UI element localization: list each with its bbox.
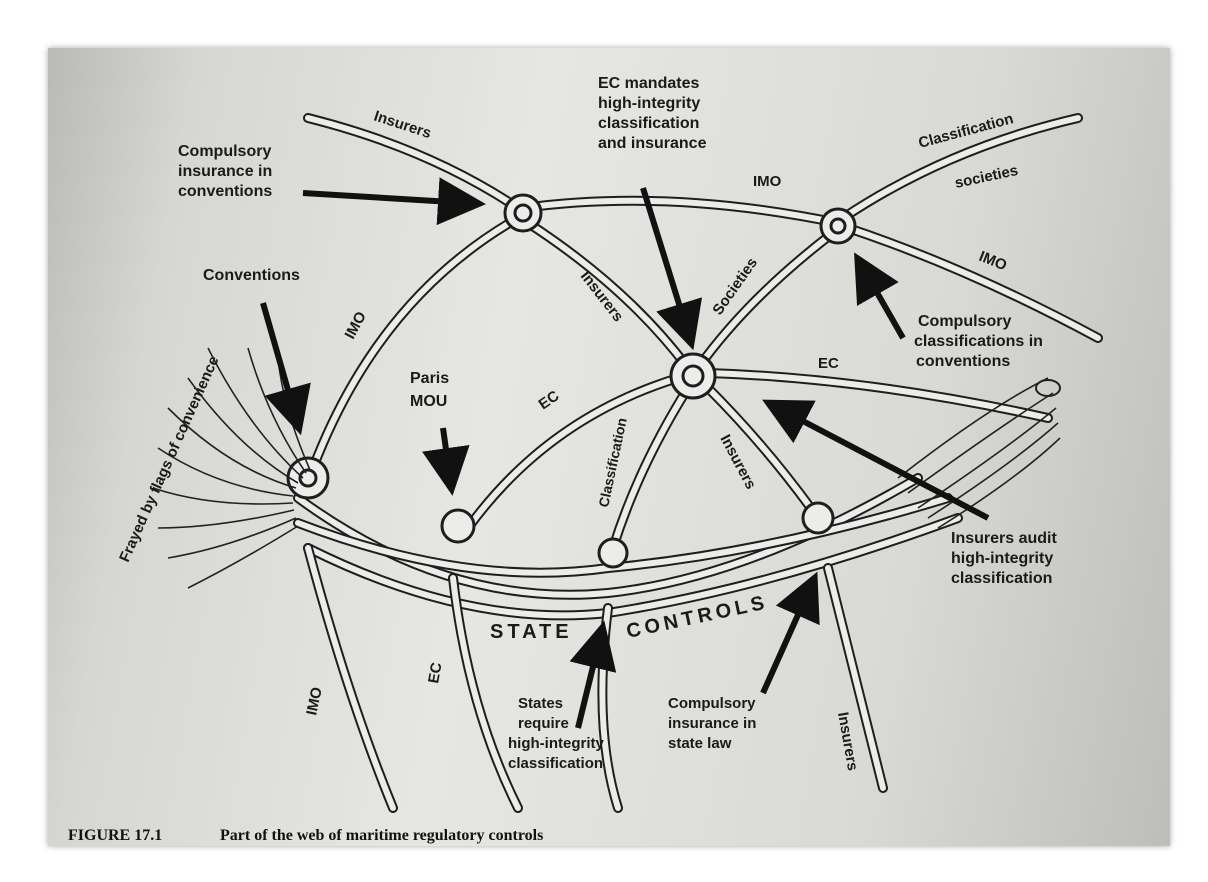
label-ec-bottom: EC [425,661,445,685]
svg-text:high-integrity: high-integrity [508,735,604,752]
svg-text:high-integrity: high-integrity [598,95,700,112]
svg-text:insurance in: insurance in [668,715,756,732]
arrow-paris-mou [443,428,450,478]
arrow-ec-mandates [643,188,688,333]
label-classification-top-right: Classification [917,110,1016,152]
caption-number: FIGURE 17.1 [68,827,162,844]
svg-text:state law: state law [668,735,732,752]
arrow-states-require [578,638,600,728]
annotation-conventions: Conventions [203,267,300,284]
label-frayed-flags: Frayed by flags of convenience [116,354,222,565]
svg-text:insurance in: insurance in [178,163,272,180]
svg-text:States: States [518,695,563,712]
svg-text:and insurance: and insurance [598,135,707,152]
svg-text:classification: classification [598,115,699,132]
annotation-compulsory-classifications: Compulsory classifications in convention… [914,313,1043,370]
label-insurers-bottom-right: Insurers [834,711,861,772]
annotation-insurers-audit: Insurers audit high-integrity classifica… [951,530,1057,587]
label-state: STATE [490,621,573,643]
book-photo: Insurers IMO Classification societies IM… [48,48,1170,846]
arrow-compulsory-state-law [763,588,810,693]
label-imo-right: IMO [977,248,1010,274]
svg-text:classifications in: classifications in [914,333,1043,350]
arrow-compulsory-insurance [303,193,468,203]
svg-text:conventions: conventions [916,353,1010,370]
annotation-paris-mou: Paris MOU [410,370,449,410]
annotation-compulsory-insurance: Compulsory insurance in conventions [178,143,272,200]
label-ec-left-arc: EC [536,387,563,413]
svg-text:EC mandates: EC mandates [598,75,699,92]
regulatory-web-diagram: Insurers IMO Classification societies IM… [48,48,1170,846]
arrow-compulsory-classifications [863,268,903,338]
svg-text:Insurers audit: Insurers audit [951,530,1057,547]
svg-text:classification: classification [508,755,603,772]
svg-text:Compulsory: Compulsory [668,695,756,712]
svg-text:Paris: Paris [410,370,449,387]
svg-text:MOU: MOU [410,393,447,410]
annotation-ec-mandates: EC mandates high-integrity classificatio… [598,75,707,152]
svg-text:classification: classification [951,570,1052,587]
annotation-states-require: States require high-integrity classifica… [508,695,604,772]
arrow-conventions [263,303,296,418]
annotation-compulsory-state-law: Compulsory insurance in state law [668,695,756,752]
svg-text:conventions: conventions [178,183,272,200]
label-ec-right: EC [818,355,839,372]
figure-caption: FIGURE 17.1 Part of the web of maritime … [68,827,543,844]
svg-text:require: require [518,715,569,732]
label-societies-top-right: societies [953,162,1019,192]
caption-text: Part of the web of maritime regulatory c… [220,827,543,844]
svg-text:Compulsory: Compulsory [918,313,1011,330]
label-imo-top: IMO [753,173,782,190]
svg-text:Compulsory: Compulsory [178,143,271,160]
svg-text:high-integrity: high-integrity [951,550,1053,567]
arrows [263,188,988,728]
label-imo-left-arc: IMO [342,309,370,342]
label-imo-bottom: IMO [303,685,326,717]
label-classification-middle: Classification [595,416,630,508]
